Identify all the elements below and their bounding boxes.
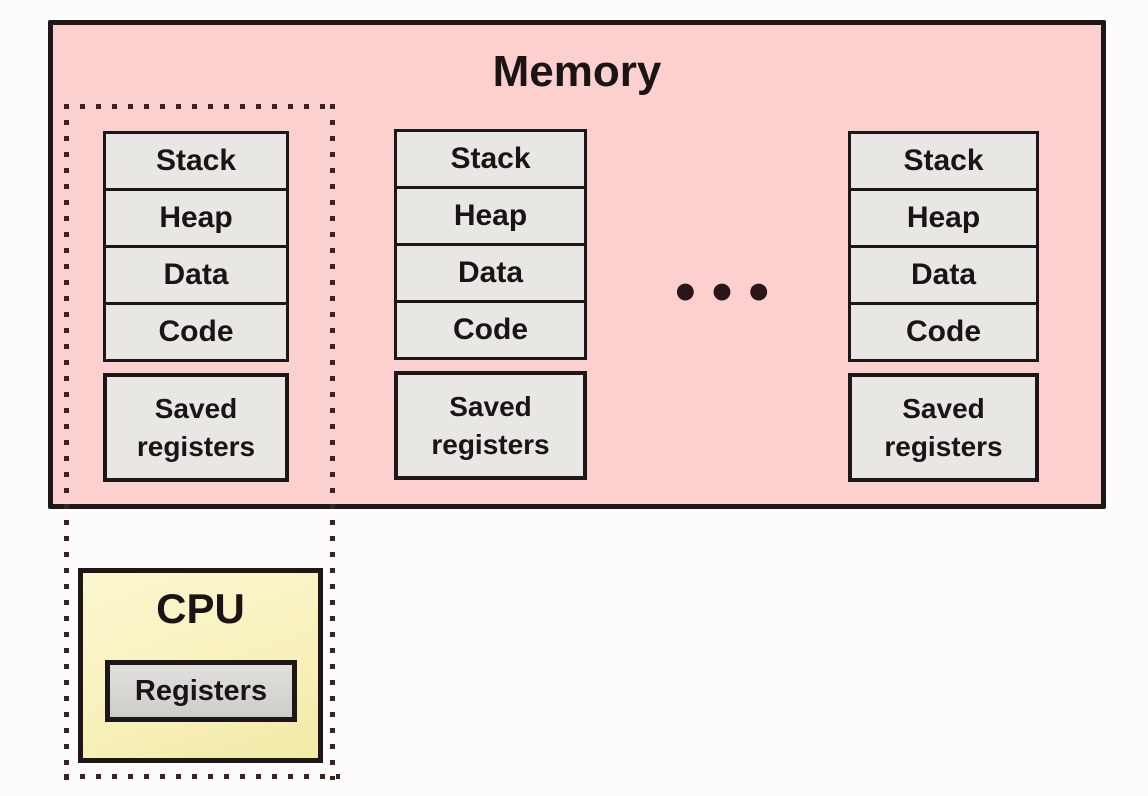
dotted-line-right (330, 104, 335, 780)
segment-stack: Stack (103, 131, 289, 191)
dotted-line-top (64, 104, 334, 109)
saved-registers-box: Saved registers (103, 373, 289, 482)
segment-code: Code (848, 302, 1039, 362)
more-processes-ellipsis: ••• (669, 266, 781, 322)
saved-registers-box: Saved registers (848, 373, 1039, 482)
cpu-registers-box: Registers (105, 660, 297, 722)
dotted-line-left (64, 104, 69, 780)
segment-data: Data (394, 243, 587, 303)
process-column-1: Stack Heap Data Code Saved registers (103, 131, 289, 482)
saved-registers-box: Saved registers (394, 371, 587, 480)
process-column-3: Stack Heap Data Code Saved registers (848, 131, 1039, 482)
cpu-box: CPU Registers (78, 568, 323, 763)
segment-heap: Heap (848, 188, 1039, 248)
segment-data: Data (103, 245, 289, 305)
segment-code: Code (394, 300, 587, 360)
segment-stack: Stack (848, 131, 1039, 191)
segment-heap: Heap (103, 188, 289, 248)
segment-data: Data (848, 245, 1039, 305)
segment-stack: Stack (394, 129, 587, 189)
cpu-title: CPU (156, 585, 245, 632)
segment-heap: Heap (394, 186, 587, 246)
process-column-2: Stack Heap Data Code Saved registers (394, 129, 587, 480)
memory-title: Memory (492, 47, 662, 96)
dotted-line-bottom (64, 774, 340, 779)
segment-code: Code (103, 302, 289, 362)
